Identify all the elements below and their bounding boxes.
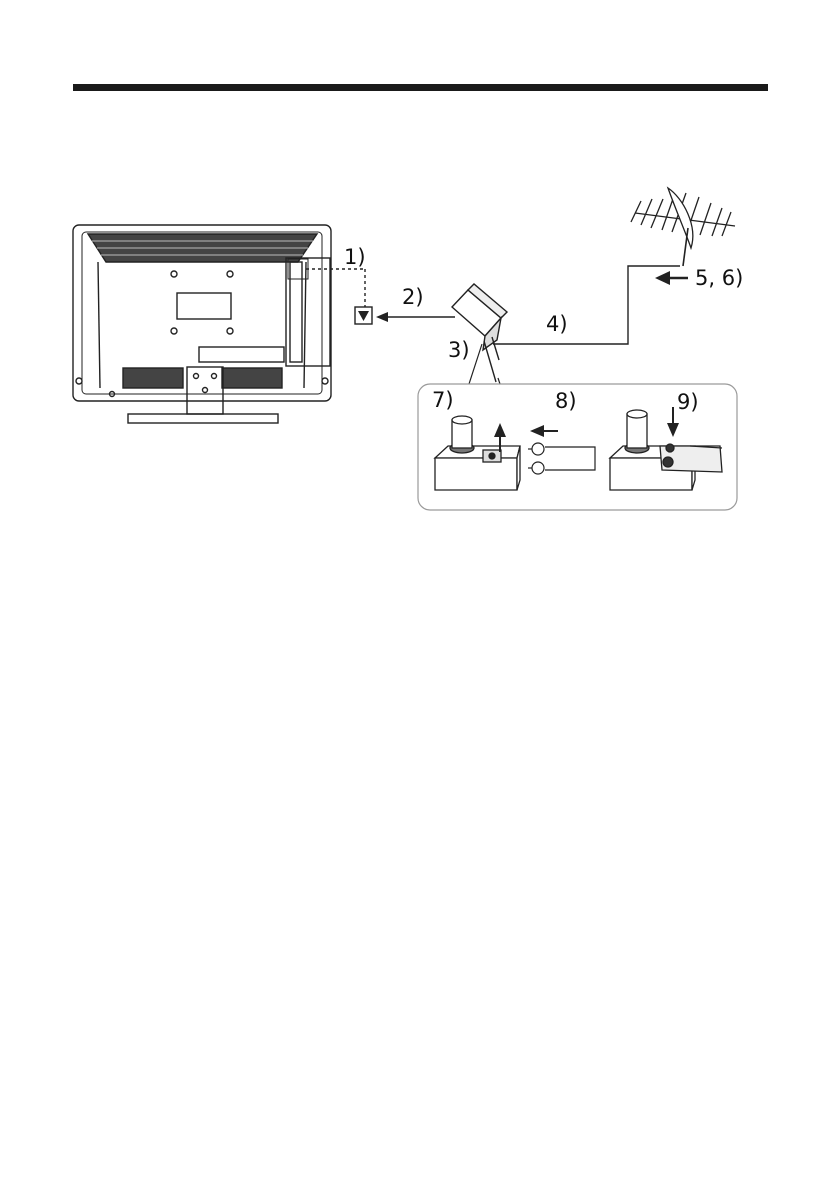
step-label-2: 2) [402,287,424,308]
antenna-arrow [655,271,688,285]
step-label-7: 7) [432,390,454,411]
antenna-icon [631,188,735,266]
coax-plug-icon [452,284,507,382]
antenna-cable [493,266,680,344]
tv-rear-icon [73,225,331,423]
connected-adapter-icon [610,410,722,490]
step-label-9: 9) [677,392,699,413]
antenna-socket-icon [355,307,372,324]
left-arrow [530,425,558,437]
step-label-4: 4) [546,314,568,335]
twin-lead-icon [528,443,595,474]
plug-arrow [376,312,455,322]
step-label-8: 8) [555,391,577,412]
balun-adapter-icon [435,416,520,490]
step-label-1: 1) [344,247,366,268]
step-label-5-6: 5, 6) [695,268,743,289]
step-label-3: 3) [448,340,470,361]
